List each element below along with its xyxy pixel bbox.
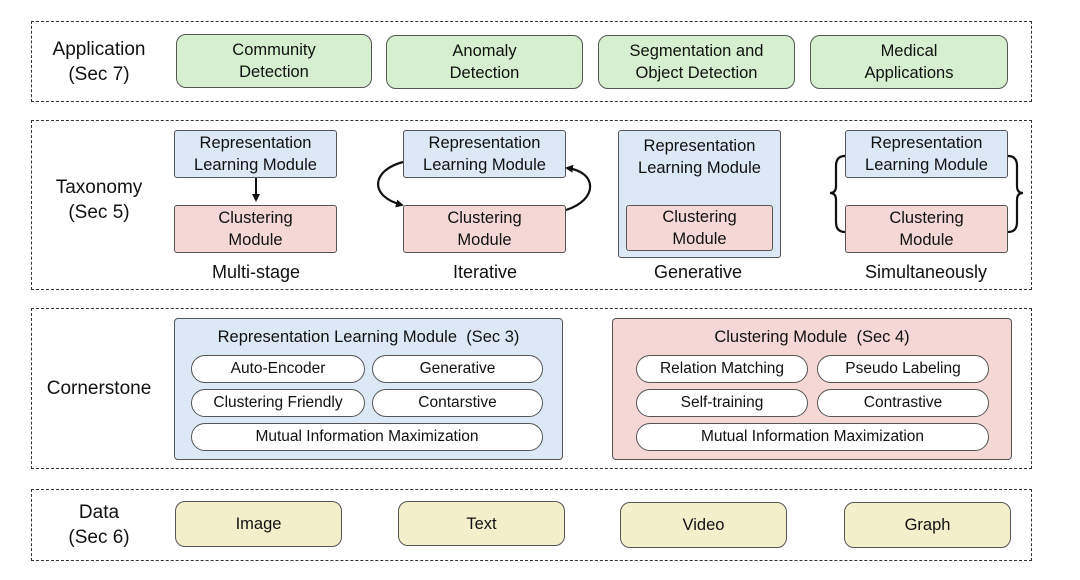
clustering-module-panel: Clustering Module (Sec 4) Relation Match… [612,318,1012,460]
method-relation-matching: Relation Matching [636,355,808,383]
cornerstone-label: Cornerstone [46,378,152,399]
application-community-detection: Community Detection [176,34,372,88]
caption-simultaneously: Simultaneously [864,262,988,282]
data-graph: Graph [844,502,1011,548]
data-video: Video [620,502,787,548]
method-self-training: Self-training [636,389,808,417]
caption-generative: Generative [653,262,743,282]
method-mutual-information-maximization: Mutual Information Maximization [191,423,543,451]
caption-iterative: Iterative [452,262,518,282]
data-section [31,489,1032,561]
multistage-clustering-module: Clustering Module [174,205,337,253]
application-anomaly-detection: Anomaly Detection [386,35,583,89]
caption-multi-stage: Multi-stage [211,262,301,282]
method-pseudo-labeling: Pseudo Labeling [817,355,989,383]
generative-clustering-module: Clustering Module [626,205,773,251]
iterative-representation-module: Representation Learning Module [403,130,566,178]
iterative-clustering-module: Clustering Module [403,205,566,253]
multistage-representation-module: Representation Learning Module [174,130,337,178]
method-generative: Generative [372,355,543,383]
method-contarstive: Contarstive [372,389,543,417]
method-mutual-information-maximization-clustering: Mutual Information Maximization [636,423,989,451]
method-clustering-friendly: Clustering Friendly [191,389,365,417]
taxonomy-label: Taxonomy (Sec 5) [55,177,143,223]
taxonomy-section [31,120,1032,290]
representation-learning-panel: Representation Learning Module (Sec 3) A… [174,318,563,460]
application-section [31,21,1032,102]
clustering-panel-title: Clustering Module (Sec 4) [714,328,910,346]
data-label: Data (Sec 6) [68,502,130,548]
simultaneous-clustering-module: Clustering Module [845,205,1008,253]
method-contrastive: Contrastive [817,389,989,417]
simultaneous-representation-module: Representation Learning Module [845,130,1008,178]
generative-representation-label: Representation Learning Module [638,137,761,177]
representation-panel-title: Representation Learning Module (Sec 3) [217,328,520,346]
cornerstone-section [31,308,1032,469]
application-medical-applications: Medical Applications [810,35,1008,89]
application-segmentation-object-detection: Segmentation and Object Detection [598,35,795,89]
data-text: Text [398,501,565,546]
data-image: Image [175,501,342,547]
method-auto-encoder: Auto-Encoder [191,355,365,383]
application-label: Application (Sec 7) [52,38,146,85]
